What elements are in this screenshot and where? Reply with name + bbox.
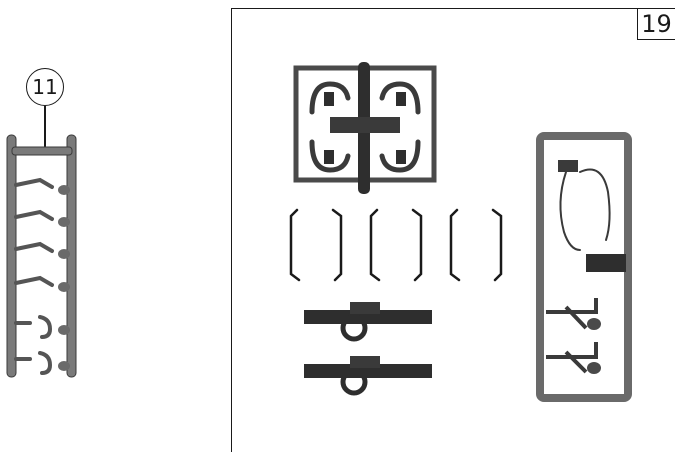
coupler-assembly-lower	[304, 356, 432, 396]
callout-leader-line	[44, 106, 46, 148]
sprue-coupler-hoses	[293, 62, 437, 194]
wire-handles	[289, 208, 503, 282]
sprue-ladder-parts	[6, 134, 77, 378]
instruction-page-frame	[231, 8, 675, 452]
sprue-cable-brackets	[536, 132, 632, 402]
coupler-assembly-upper	[304, 302, 432, 342]
part-callout-11: 11	[26, 68, 64, 106]
page-number-box: 19	[637, 8, 675, 40]
